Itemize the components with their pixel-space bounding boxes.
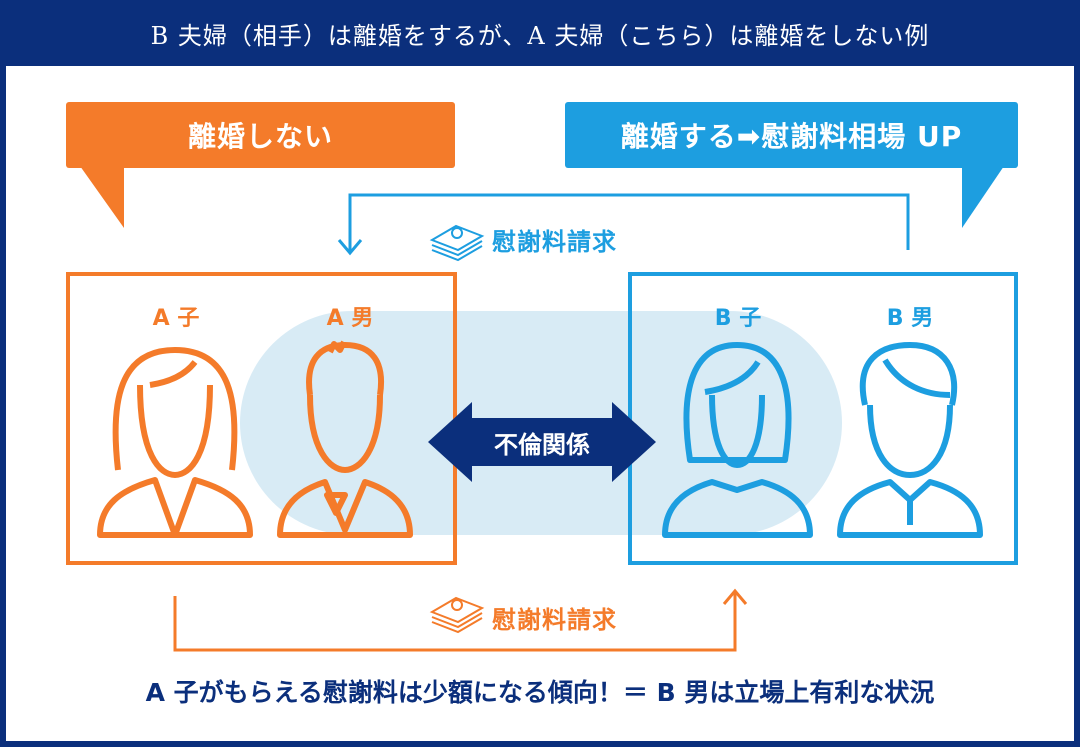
callout-b-tail [962, 166, 1004, 228]
top-claim-arrow [348, 193, 910, 252]
callout-a-tail [80, 166, 124, 228]
label-a-wife: A 子 [152, 306, 200, 331]
bottom-claim-arrow [173, 592, 737, 652]
affair-label: 不倫関係 [494, 430, 590, 459]
man-icon [277, 340, 413, 538]
callout-no-divorce: 離婚しない [66, 102, 455, 168]
label-a-husband: A 男 [326, 306, 374, 331]
money-stack-icon [429, 224, 485, 262]
callout-divorce: 離婚する➡慰謝料相場 UP [565, 102, 1018, 168]
label-b-husband: B 男 [886, 306, 934, 331]
bottom-claim-arrowhead [722, 588, 748, 605]
woman-icon [662, 342, 813, 538]
double-arrow-icon [428, 402, 656, 482]
man-icon [837, 342, 983, 538]
claim-label-top: 慰謝料請求 [492, 228, 617, 256]
label-b-wife: B 子 [714, 306, 762, 331]
claim-label-bottom: 慰謝料請求 [492, 606, 617, 634]
summary-text: A 子がもらえる慰謝料は少額になる傾向！＝ B 男は立場上有利な状況 [145, 678, 935, 707]
money-stack-icon [429, 596, 485, 634]
woman-icon [97, 347, 253, 538]
page-title: B 夫婦（相手）は離婚をするが、A 夫婦（こちら）は離婚をしない例 [0, 0, 1080, 66]
top-claim-arrowhead [337, 239, 363, 256]
